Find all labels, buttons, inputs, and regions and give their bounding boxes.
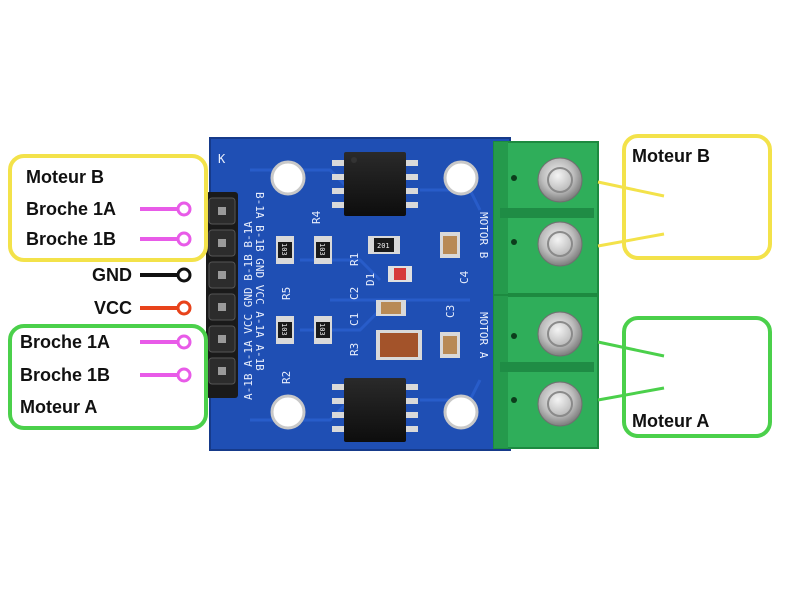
silk-motor-b: MOTOR B [477, 212, 490, 259]
screw-icon [537, 381, 583, 427]
wire-gnd [140, 267, 192, 283]
motor-b-leads [597, 180, 665, 248]
motor-a-leads [597, 340, 665, 402]
label-moteur-a-left: Moteur A [20, 397, 98, 417]
silk-r1: R1 [348, 253, 361, 266]
silk-r3: R3 [348, 343, 361, 356]
silk-r5: R5 [280, 287, 293, 300]
callout-box-left-top [8, 154, 208, 262]
silk-r2: R2 [280, 371, 293, 384]
chip-code: 103 [318, 243, 326, 256]
wire-broche-1b-bottom [140, 367, 192, 383]
screw-icon [537, 311, 583, 357]
power-led [388, 266, 412, 282]
mounting-hole [270, 160, 306, 196]
silk-header-top: B-1A B-1B GND VCC A-1A A-1B [253, 192, 266, 371]
chip-code: 201 [377, 242, 390, 250]
silk-r4: R4 [310, 210, 323, 224]
silk-motor-a: MOTOR A [477, 312, 490, 359]
wire-vcc [140, 300, 192, 316]
chip-code: 103 [318, 323, 326, 336]
driver-chip-top [332, 152, 418, 216]
callout-box-right-top [622, 134, 772, 260]
label-broche-1b-top: Broche 1B [26, 229, 117, 249]
label-moteur-a-right: Moteur A [632, 411, 710, 431]
mounting-hole [270, 394, 306, 430]
chip-code: 103 [280, 323, 288, 336]
label-broche-1a-top: Broche 1A [26, 199, 117, 219]
mounting-hole [443, 160, 479, 196]
label-gnd: GND [92, 265, 132, 285]
callout-box-left-bottom [8, 324, 208, 430]
silk-corner-label: K [218, 152, 226, 166]
wire-broche-1a-bottom [140, 334, 192, 350]
silk-d1: D1 [364, 273, 377, 286]
label-broche-1a-bottom: Broche 1A [20, 332, 111, 352]
silk-c3: C3 [444, 305, 457, 318]
driver-chip-bottom [332, 378, 418, 442]
silk-c1: C1 [348, 313, 361, 326]
screw-icon [537, 221, 583, 267]
silk-c2: C2 [348, 287, 361, 300]
mounting-holes [270, 160, 479, 430]
screw-icon [537, 157, 583, 203]
label-vcc: VCC [93, 298, 132, 318]
chip-code: 103 [280, 243, 288, 256]
wire-broche-1b-top [140, 231, 192, 247]
silk-header-bottom: A-1B A-1A VCC GND B-1B B-1A [242, 221, 255, 400]
terminal-block-motor-a [493, 295, 599, 449]
mounting-hole [443, 394, 479, 430]
pin-header [206, 192, 238, 398]
smd-resistors [276, 236, 400, 344]
wire-broche-1a-top [140, 201, 192, 217]
callout-box-right-bottom [622, 316, 772, 438]
terminal-block-motor-b [493, 141, 599, 295]
label-moteur-b-left: Moteur B [26, 167, 104, 187]
silk-c4: C4 [458, 270, 471, 284]
label-moteur-b-right: Moteur B [632, 146, 710, 166]
label-broche-1b-bottom: Broche 1B [20, 365, 111, 385]
capacitors [376, 232, 460, 360]
